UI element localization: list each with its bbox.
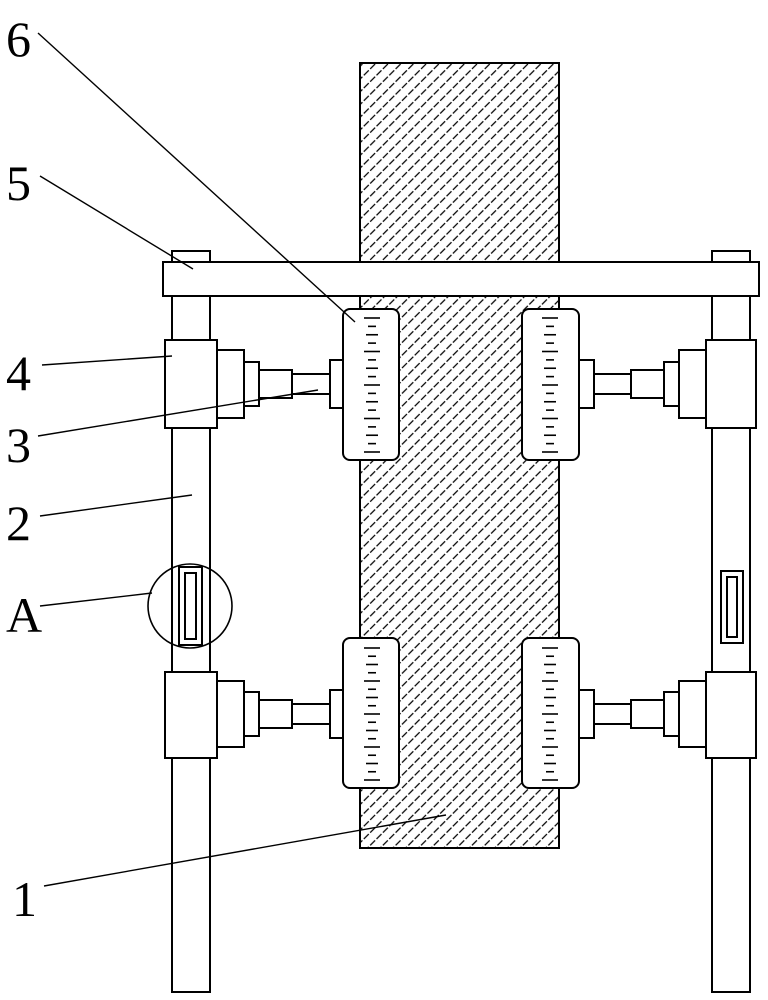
lower-left-sleeve — [165, 672, 217, 758]
label-a: A — [6, 587, 42, 643]
right-pole-window — [721, 571, 743, 643]
upper-right-sleeve — [706, 340, 756, 428]
label-1: 1 — [12, 871, 37, 927]
lower-left-arm — [217, 681, 346, 747]
leader-2 — [40, 495, 192, 516]
clamp-pad-upper-left — [343, 309, 399, 460]
leader-4 — [42, 356, 172, 365]
leader-1 — [44, 815, 446, 886]
label-5: 5 — [6, 155, 31, 211]
leader-5 — [40, 176, 193, 269]
clamp-pad-upper-right — [522, 309, 579, 460]
top-crossbar — [163, 262, 759, 296]
label-3: 3 — [6, 417, 31, 473]
upper-left-sleeve — [165, 340, 217, 428]
label-2: 2 — [6, 495, 31, 551]
lower-right-arm — [578, 681, 706, 747]
upper-left-arm — [217, 350, 346, 418]
detail-a-window — [148, 564, 232, 648]
leader-a — [40, 593, 152, 606]
clamp-pad-lower-left — [343, 638, 399, 788]
lower-right-sleeve — [706, 672, 756, 758]
upper-right-arm — [578, 350, 706, 418]
label-6: 6 — [6, 11, 31, 67]
clamp-pad-lower-right — [522, 638, 579, 788]
label-4: 4 — [6, 345, 31, 401]
